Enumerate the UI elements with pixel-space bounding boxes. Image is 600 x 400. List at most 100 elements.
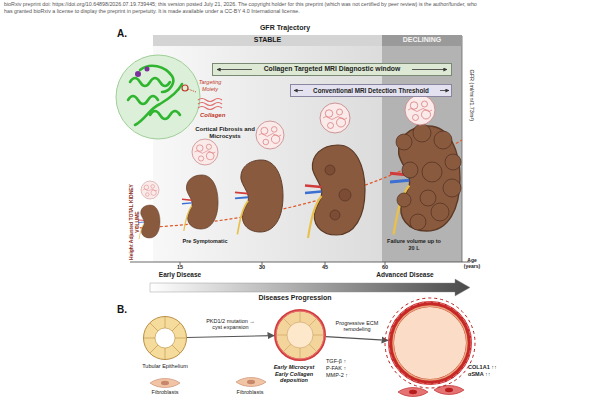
axis-title: Age (years) [461, 257, 483, 269]
collagen-ring [276, 311, 324, 359]
cell-border [284, 344, 291, 351]
detection-window-box: Collagen Targeted MRI Diagnostic window [212, 63, 452, 76]
fibroblast [150, 379, 180, 388]
chart-title: GFR Trajectory [230, 24, 340, 32]
cell-border [284, 319, 291, 326]
phase-band: DECLINING [382, 35, 462, 46]
stage-label: Early Disease [145, 271, 215, 279]
callout-label: Targeting Moiety [194, 79, 226, 92]
metal-ion [135, 71, 141, 77]
annotation: Pre Symptomatic [178, 238, 232, 245]
probe-circle [116, 55, 200, 139]
node-text: αSMA ↑↑ [468, 371, 508, 378]
lumen [155, 328, 175, 348]
gfr-axis [462, 36, 463, 262]
panel-letter: A. [117, 28, 141, 40]
cyst-bump [339, 189, 351, 201]
annotation: Cortical Fibrosis and Microcysts [194, 126, 256, 140]
polycystic-kidney [396, 124, 461, 230]
cyst-bump [330, 210, 340, 220]
cyst-bump [402, 162, 418, 178]
protein-ribbon [128, 66, 182, 125]
kidney [182, 175, 218, 231]
fibrosis-histology [256, 121, 284, 149]
range-arrow [440, 90, 449, 91]
node-outline [388, 301, 472, 385]
cell-border [300, 312, 301, 322]
cyst-bump [325, 165, 335, 175]
tubule-cross-section: Tubular Epithelium [143, 316, 187, 360]
process-arrow [326, 337, 388, 341]
microcyst-detail [276, 311, 324, 359]
nucleus [445, 388, 453, 392]
fibrosis-histology [405, 95, 435, 125]
axis-title: GFR (ml/min/1.73m²) [469, 55, 476, 135]
tick-label: 30 [254, 264, 270, 271]
range-arrow [217, 69, 252, 70]
cell-label: Fibroblasts [140, 389, 190, 396]
lumen [287, 322, 313, 348]
fibroblast [236, 378, 266, 387]
range-arrow [412, 69, 447, 70]
kidney [390, 126, 460, 235]
tubule-detail [144, 317, 186, 359]
thin-epithelium [393, 306, 467, 380]
cyst-bump [396, 134, 412, 150]
cell-border [165, 317, 166, 328]
helix [130, 78, 170, 86]
cell-border [165, 348, 166, 359]
cell-border [172, 323, 180, 331]
nucleus [247, 380, 255, 384]
fibrosis-histology [320, 103, 350, 133]
node-text: MMP-2 ↑ [326, 372, 362, 379]
preprint-header: bioRxiv preprint doi: https://doi.org/10… [4, 1, 482, 14]
node-circle [391, 304, 469, 382]
annotation: Failure volume up to 20 L [384, 238, 444, 251]
cell-border [144, 338, 155, 339]
tick-mark [385, 262, 386, 265]
edge-label: PKD1/2 mutation → cyst expansion [202, 318, 260, 331]
cell-border [150, 345, 158, 353]
declining-region [382, 46, 462, 262]
cyst-bump [420, 190, 436, 206]
node-text: STABLE [254, 36, 281, 44]
cyst-bump [431, 203, 449, 221]
progression-arrow [150, 279, 470, 296]
node-circle [275, 310, 325, 360]
tick-label: 60 [377, 264, 393, 271]
fibrotic-cyst: COL1A1 ↑↑αSMA ↑↑ [388, 301, 472, 385]
cell-border [172, 345, 180, 353]
fiber [198, 99, 222, 102]
metal-ion [145, 67, 150, 72]
cyst-bump [434, 131, 452, 149]
arrow-label: Diseases Progression [220, 294, 370, 302]
cyst-bump [397, 193, 411, 207]
node-text: COL1A1 ↑↑ [468, 364, 508, 371]
cell-border [277, 335, 287, 336]
range-arrow [294, 90, 303, 91]
tick-mark [180, 262, 181, 265]
fibrosis-histology [192, 139, 218, 165]
axis-ticks [180, 262, 385, 265]
cyst-bump [410, 214, 426, 230]
tick-mark [262, 262, 263, 265]
myofibroblast [398, 388, 428, 397]
tick-label: 15 [172, 264, 188, 271]
node-text: Collagen Targeted MRI Diagnostic window [264, 65, 401, 73]
kidney-cysts [325, 165, 351, 220]
node-text: Conventional MRI Detection Threshold [313, 87, 429, 95]
ecm-detail [385, 298, 475, 388]
age-axis [130, 262, 470, 263]
cyst-bump [422, 162, 442, 182]
cell-border [150, 323, 158, 331]
stage-label: Advanced Disease [365, 271, 445, 279]
axis-title: Height Adjusted TOTAL KIDNEY VOLUME [128, 177, 140, 267]
helix [128, 96, 158, 104]
cell-border [175, 338, 186, 339]
edge-label: Progressive ECM remodeling [328, 320, 386, 333]
